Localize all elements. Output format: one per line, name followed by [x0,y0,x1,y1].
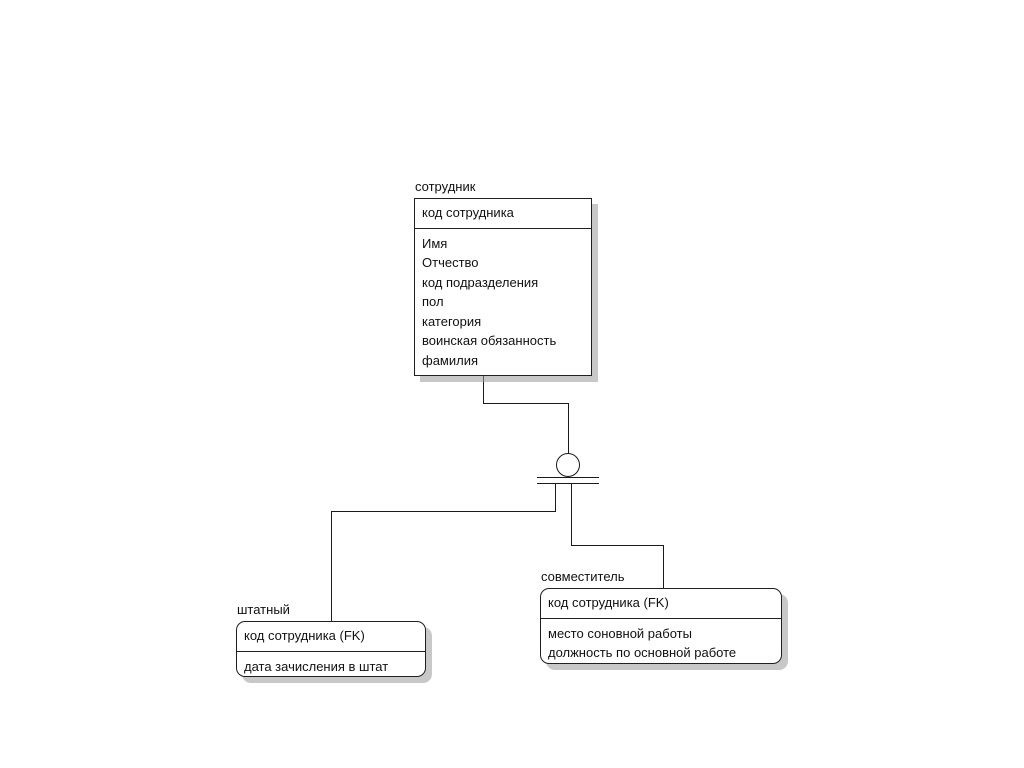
category-discriminator-bar-upper [537,477,599,478]
attribute: Имя [422,235,448,251]
entity-sotrudnik-attr-section: Имя Отчество код подразделения пол катег… [415,229,591,375]
entity-sovmestitel-attr-section: место соновной работы должность по основ… [541,619,781,667]
category-discriminator-circle[interactable] [556,453,580,477]
attribute: место соновной работы [548,625,692,641]
attribute: фамилия [422,352,479,368]
attribute: должность по основной работе [548,645,737,660]
entity-shtatny-attr-section: дата зачисления в штат [237,652,425,681]
attribute: пол [422,294,444,309]
entity-sovmestitel-pk-section: код сотрудника (FK) [541,589,781,619]
entity-shtatny[interactable]: штатный код сотрудника (FK) дата зачисле… [236,602,432,683]
connector-right-branch-into-entity [663,545,664,588]
connector-right-branch-drop [571,484,572,546]
connector-left-branch-across [331,511,556,512]
attribute: Отчество [422,255,479,270]
attribute: дата зачисления в штат [244,658,389,674]
attribute: воинская обязанность [422,333,557,348]
connector-supertype-across [483,403,569,404]
entity-sotrudnik-title: сотрудник [415,179,476,194]
attribute: категория [422,313,482,329]
pk-attribute: код сотрудника (FK) [548,595,669,610]
entity-sotrudnik[interactable]: сотрудник код сотрудника Имя Отчество ко… [414,179,598,382]
pk-attribute: код сотрудника (FK) [244,628,365,643]
entity-sotrudnik-body: код сотрудника Имя Отчество код подразде… [414,198,592,376]
connector-left-branch-into-entity [331,511,332,621]
connector-supertype-drop [483,376,484,404]
entity-sovmestitel-body: код сотрудника (FK) место соновной работ… [540,588,782,664]
entity-shtatny-pk-section: код сотрудника (FK) [237,622,425,652]
attribute: код подразделения [422,274,539,290]
entity-sovmestitel-title: совместитель [541,569,625,584]
entity-sovmestitel[interactable]: совместитель код сотрудника (FK) место с… [540,569,788,670]
connector-right-branch-across [571,545,664,546]
entity-shtatny-body: код сотрудника (FK) дата зачисления в шт… [236,621,426,677]
entity-sotrudnik-pk-section: код сотрудника [415,199,591,229]
connector-left-branch-drop [555,484,556,512]
connector-symbol-stem [568,403,569,455]
entity-shtatny-title: штатный [237,602,290,617]
pk-attribute: код сотрудника [422,205,514,220]
category-discriminator-bar-lower [537,483,599,484]
